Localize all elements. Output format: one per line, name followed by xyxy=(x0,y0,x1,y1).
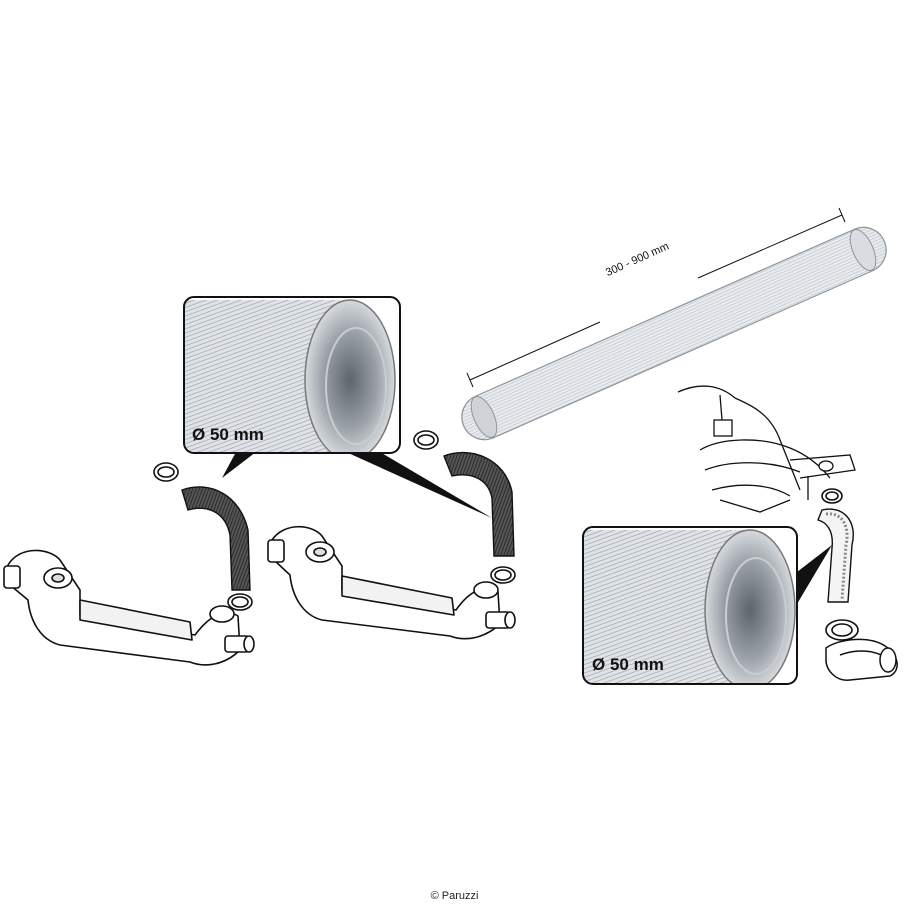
heater-box-icon xyxy=(825,638,898,681)
callout-right-diameter-label: Ø 50 mm xyxy=(592,655,664,674)
flexible-hose-icon xyxy=(181,486,251,591)
hose-clamp-icon xyxy=(413,430,516,584)
callout-left-box xyxy=(183,296,401,454)
callout-right-pointer xyxy=(797,545,832,604)
callout-left-diameter-label: Ø 50 mm xyxy=(192,425,264,444)
heater-box-icon xyxy=(267,526,516,640)
flexible-hose-icon xyxy=(817,508,854,603)
long-flexible-pipe xyxy=(461,226,887,441)
length-dimension-line xyxy=(466,207,846,388)
flexible-hose-icon xyxy=(443,451,515,557)
heater-box-icon xyxy=(3,549,255,666)
copyright-footer: © Paruzzi xyxy=(430,890,479,902)
hose-clamp-icon xyxy=(153,462,253,611)
callout-left-pointers xyxy=(222,452,492,518)
hose-clamp-icon xyxy=(821,488,859,641)
engine-fan-housing-icon xyxy=(677,385,856,513)
callout-right-box xyxy=(582,526,798,685)
